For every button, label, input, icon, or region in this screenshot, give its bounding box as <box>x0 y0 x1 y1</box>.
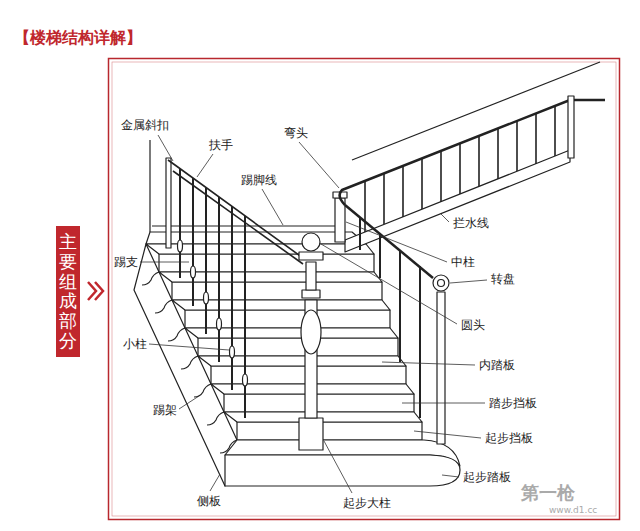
part-label: 小柱 <box>122 337 148 351</box>
part-label: 踢支 <box>113 255 139 269</box>
stair-step <box>237 422 422 440</box>
inner-baluster <box>360 217 420 418</box>
stair-drawing <box>134 62 605 486</box>
volute <box>433 275 449 291</box>
chevron <box>88 282 103 300</box>
leader-line <box>158 135 173 161</box>
starting-step <box>225 455 460 486</box>
stair-step <box>224 394 414 412</box>
leader-line <box>324 441 352 493</box>
leader-line <box>210 474 220 491</box>
leader-line <box>197 154 213 177</box>
baluster-knob <box>178 240 183 252</box>
upper-stringer <box>345 150 570 252</box>
watermark: www.d1.cc <box>548 505 598 516</box>
leader-line <box>179 396 199 409</box>
stair-bracket <box>168 328 185 341</box>
baluster-knob <box>230 346 235 358</box>
newel-post <box>299 418 323 450</box>
part-label: 起步挡板 <box>484 431 534 445</box>
leader-line <box>299 142 339 188</box>
chevron <box>95 282 103 300</box>
newel-post <box>302 290 320 298</box>
leader-line <box>321 244 457 324</box>
part-label: 拦水线 <box>452 216 490 230</box>
part-label: 侧板 <box>196 494 222 508</box>
upper-handrail <box>340 100 605 205</box>
part-label: 踢架 <box>152 403 178 417</box>
stair-bracket <box>142 272 159 285</box>
baluster-knob <box>204 292 209 304</box>
part-label: 圆头 <box>460 318 486 332</box>
leader-line <box>382 362 475 365</box>
newel-post <box>302 233 320 251</box>
handrail <box>168 160 303 258</box>
baluster <box>180 169 245 418</box>
stair-bracket <box>181 356 198 369</box>
stair-step <box>185 328 398 338</box>
stair-step <box>185 310 390 328</box>
part-label: 起步大柱 <box>342 496 392 510</box>
stair-bracket <box>194 384 211 397</box>
wall-line <box>149 140 150 232</box>
section-band: 主要组成部分 <box>56 226 80 357</box>
part-label: 扶手 <box>208 138 234 152</box>
frame <box>109 59 620 520</box>
stair-bracket <box>155 300 172 313</box>
part-label: 内踏板 <box>478 358 516 372</box>
newel-post <box>299 252 323 260</box>
part-label: 踢脚线 <box>240 173 278 187</box>
leader-line <box>414 431 481 438</box>
handrail <box>173 171 303 264</box>
baluster-knob <box>191 266 196 278</box>
baluster-knob <box>243 374 248 386</box>
page-title: 【楼梯结构详解】 <box>14 28 142 48</box>
newel-post <box>301 310 321 354</box>
part-label: 金属斜扣 <box>120 118 170 132</box>
landing-post <box>568 96 574 158</box>
starting-step <box>225 440 460 486</box>
baluster-knob <box>217 318 222 330</box>
handrail <box>168 160 303 264</box>
wall-line <box>352 62 600 160</box>
frame <box>112 62 616 516</box>
watermark: 第一枪 <box>520 482 576 504</box>
part-label: 中柱 <box>450 255 476 269</box>
landing-post <box>166 158 171 248</box>
inner-handrail <box>345 205 433 278</box>
part-label: 踏步挡板 <box>488 396 538 410</box>
stair-step <box>198 356 406 366</box>
part-label: 起步踏板 <box>462 470 512 484</box>
part-label: 转盘 <box>490 272 516 286</box>
leader-line <box>402 403 485 404</box>
leader-line <box>262 189 283 225</box>
leader-line <box>450 280 487 283</box>
newel-post <box>306 262 316 290</box>
stair-step <box>198 338 398 356</box>
leader-line <box>346 222 447 262</box>
leader-line <box>441 214 449 222</box>
stair-bracket <box>207 412 224 425</box>
part-label: 弯头 <box>283 126 309 140</box>
leader-line <box>442 475 459 477</box>
frame <box>109 59 620 520</box>
chevron <box>88 282 96 300</box>
leader-line <box>140 135 487 493</box>
volute <box>438 280 445 287</box>
newel-post <box>299 233 323 450</box>
leader-line <box>140 262 189 263</box>
leader-line <box>149 344 229 350</box>
band-text: 主要组成部分 <box>59 232 77 351</box>
